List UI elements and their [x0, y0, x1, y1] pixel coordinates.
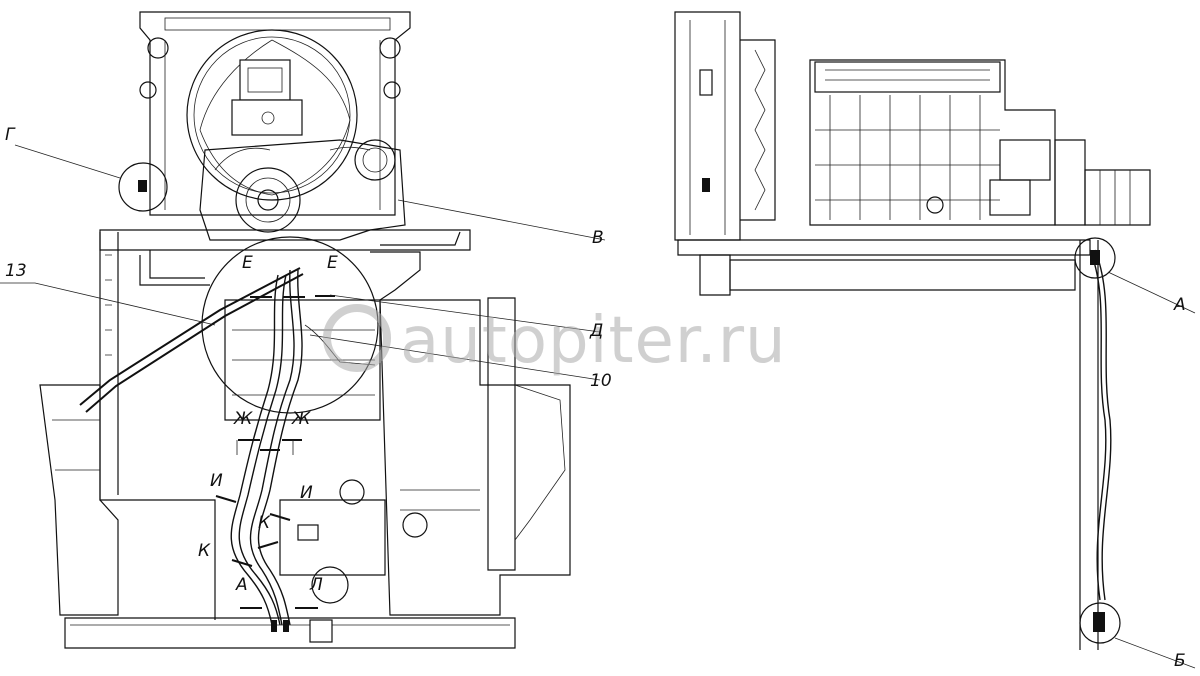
- tensioner-pulley: [354, 139, 396, 181]
- diagonal-tube: [79, 267, 301, 406]
- flywheel-housing: [1054, 139, 1086, 226]
- detail-circle-A: [1074, 237, 1116, 279]
- callout-I-1: И: [210, 471, 223, 491]
- radiator-mount-right-2: [383, 81, 401, 99]
- pipe-left: [139, 250, 210, 286]
- callout-B: Б: [1174, 651, 1186, 671]
- side-hose-1: [1089, 249, 1107, 601]
- section-marks-E: [250, 295, 335, 298]
- callout-K-2: К: [198, 541, 211, 561]
- crankshaft-pulley: [235, 167, 301, 233]
- pulley-lower: [311, 566, 349, 604]
- front-view: [0, 11, 606, 649]
- callout-ZH-1: Ж: [233, 409, 253, 429]
- callout-I-2: И: [300, 483, 313, 503]
- callout-G: Г: [5, 125, 16, 145]
- callout-labels: Г В 13 Е Е Д 10 Ж Ж И И К К А Л А Б: [5, 125, 1186, 671]
- radiator-mount-left-2: [139, 81, 157, 99]
- vertical-post: [487, 297, 516, 571]
- callout-ZH-2: Ж: [291, 409, 311, 429]
- side-view: [674, 11, 1196, 669]
- detail-circle-E: [201, 236, 379, 414]
- leader-13: [0, 282, 216, 326]
- section-marks-I: [215, 495, 291, 521]
- detail-circle-B: [1079, 602, 1121, 644]
- section-marks-K: [231, 541, 279, 567]
- leader-A-right: [1107, 271, 1196, 314]
- cab-left-panel: [39, 384, 119, 616]
- fan-blade-side: [754, 49, 766, 211]
- watermark: autopiter.ru: [323, 304, 787, 378]
- callout-A-right: А: [1173, 295, 1186, 315]
- vertical-frame-side: [1079, 240, 1099, 650]
- chassis-lower-beam: [64, 617, 516, 649]
- callout-V: В: [592, 228, 604, 248]
- lower-side-beam: [729, 259, 1076, 291]
- pipe-right: [370, 231, 461, 301]
- cylinder-ribs: [829, 95, 981, 220]
- radiator-side: [674, 11, 741, 241]
- transmission-housing: [224, 299, 381, 421]
- leader-B: [1114, 637, 1196, 669]
- leader-10: [309, 334, 601, 381]
- detail-circle-G: [118, 162, 168, 212]
- engine-block-side: [809, 59, 1056, 226]
- side-frame-beam: [677, 239, 1091, 256]
- frame-left-rail: [99, 232, 216, 620]
- fan-shroud: [186, 29, 358, 201]
- leader-V: [397, 199, 606, 241]
- callout-L: Л: [309, 575, 323, 595]
- fan-hub: [239, 59, 291, 101]
- callout-D: Д: [589, 321, 603, 341]
- fan-shroud-side: [740, 39, 776, 221]
- hydraulic-hose-2: [230, 274, 279, 626]
- radiator-frame: [139, 11, 411, 216]
- radiator-mount-right: [379, 37, 401, 59]
- body-right-block: [379, 299, 571, 616]
- callout-E-2: Е: [327, 253, 338, 273]
- bracket-plate: [279, 499, 386, 576]
- radiator-top-bar: [164, 17, 391, 31]
- leader-G: [14, 144, 121, 179]
- water-pump: [231, 99, 303, 136]
- callout-K-1: К: [258, 513, 271, 533]
- fan-blades: [199, 39, 351, 196]
- callout-13: 13: [5, 261, 27, 281]
- watermark-logo-icon: [323, 304, 391, 372]
- callout-E-1: Е: [242, 253, 253, 273]
- clutch-pulley: [1084, 169, 1151, 226]
- valve-cover: [814, 61, 1001, 93]
- radiator-mount-left: [147, 37, 169, 59]
- bottom-fitting-block: [309, 619, 333, 643]
- hydraulic-hose-1: [249, 269, 295, 626]
- leader-D: [329, 294, 601, 333]
- watermark-text: autopiter.ru: [400, 304, 787, 378]
- callout-A-left: А: [235, 575, 248, 595]
- callout-10: 10: [590, 371, 612, 391]
